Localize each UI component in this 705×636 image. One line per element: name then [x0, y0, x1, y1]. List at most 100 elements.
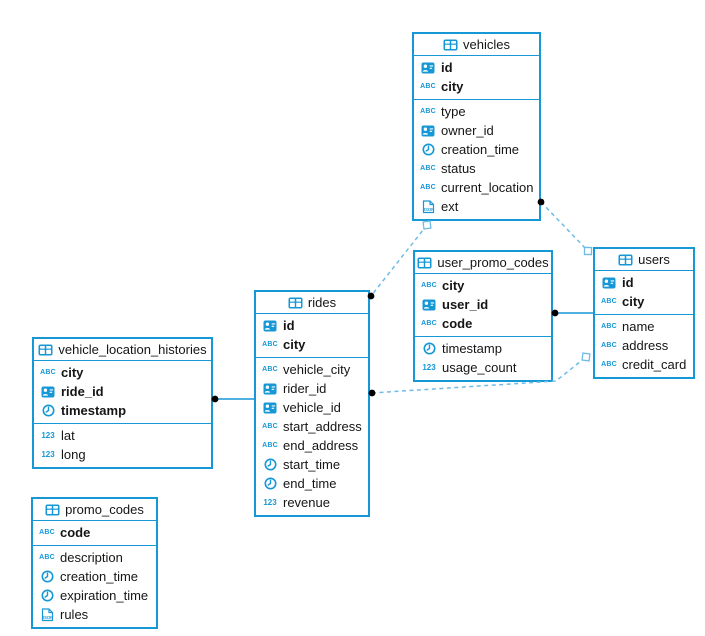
field-label: name	[622, 319, 655, 334]
field-label: start_address	[283, 419, 362, 434]
field-row-credit_card[interactable]: ABC credit_card	[595, 355, 693, 374]
field-label: code	[60, 525, 91, 540]
field-label: type	[441, 104, 466, 119]
field-row-expiration_time[interactable]: expiration_time	[33, 586, 156, 605]
relationship-line-vehicles-users	[540, 201, 589, 252]
string-type-icon: ABC	[601, 361, 617, 368]
field-row-vehicle_city[interactable]: ABC vehicle_city	[256, 360, 368, 379]
number-type-icon: 123	[41, 431, 55, 440]
string-type-icon: ABC	[262, 366, 278, 373]
number-type-icon: 123	[41, 450, 55, 459]
field-row-creation_time[interactable]: creation_time	[33, 567, 156, 586]
table-header[interactable]: vehicles	[414, 34, 539, 56]
field-label: user_id	[442, 297, 489, 312]
field-label: ext	[441, 199, 459, 214]
number-type-icon: 123	[422, 363, 436, 372]
uuid-type-icon	[420, 299, 438, 311]
field-row-ext[interactable]: JSON ext	[414, 197, 539, 216]
field-row-start_address[interactable]: ABC start_address	[256, 417, 368, 436]
number-type-icon: 123	[263, 498, 277, 507]
field-label: usage_count	[442, 360, 517, 375]
field-row-id[interactable]: id	[414, 58, 539, 77]
table-header[interactable]: promo_codes	[33, 499, 156, 521]
field-label: id	[622, 275, 634, 290]
string-type-icon: ABC	[601, 342, 617, 349]
field-row-usage_count[interactable]: 123 usage_count	[415, 358, 551, 377]
field-label: code	[442, 316, 473, 331]
field-row-user_id[interactable]: user_id	[415, 295, 551, 314]
field-row-creation_time[interactable]: creation_time	[414, 140, 539, 159]
table-title: vehicles	[463, 37, 510, 52]
timestamp-type-icon	[420, 342, 438, 355]
table-icon	[443, 39, 458, 51]
field-label: end_address	[283, 438, 359, 453]
field-label: vehicle_city	[283, 362, 351, 377]
field-row-id[interactable]: id	[256, 316, 368, 335]
uuid-type-icon	[39, 386, 57, 398]
table-icon	[417, 257, 432, 269]
timestamp-type-icon	[419, 143, 437, 156]
string-type-icon: ABC	[420, 184, 436, 191]
field-row-ride_id[interactable]: ride_id	[34, 382, 211, 401]
field-label: rules	[60, 607, 89, 622]
field-label: ride_id	[61, 384, 104, 399]
field-row-rider_id[interactable]: rider_id	[256, 379, 368, 398]
timestamp-type-icon	[38, 570, 56, 583]
field-label: id	[283, 318, 295, 333]
field-label: credit_card	[622, 357, 687, 372]
field-row-id[interactable]: id	[595, 273, 693, 292]
table-header[interactable]: vehicle_location_histories	[34, 339, 211, 361]
timestamp-type-icon	[261, 458, 279, 471]
field-row-end_time[interactable]: end_time	[256, 474, 368, 493]
table-header[interactable]: users	[595, 249, 693, 271]
field-label: address	[622, 338, 669, 353]
string-type-icon: ABC	[262, 423, 278, 430]
relationship-endpoint-diamond	[422, 220, 432, 230]
field-row-address[interactable]: ABC address	[595, 336, 693, 355]
field-row-timestamp[interactable]: timestamp	[34, 401, 211, 420]
field-row-owner_id[interactable]: owner_id	[414, 121, 539, 140]
string-type-icon: ABC	[420, 165, 436, 172]
field-label: timestamp	[61, 403, 127, 418]
uuid-type-icon	[261, 383, 279, 395]
table-header[interactable]: rides	[256, 292, 368, 314]
field-label: lat	[61, 428, 75, 443]
field-label: vehicle_id	[283, 400, 341, 415]
table-header[interactable]: user_promo_codes	[415, 252, 551, 274]
field-row-timestamp[interactable]: timestamp	[415, 339, 551, 358]
svg-text:JSON: JSON	[422, 207, 433, 212]
table-icon	[618, 254, 633, 266]
field-row-lat[interactable]: 123 lat	[34, 426, 211, 445]
field-row-vehicle_id[interactable]: vehicle_id	[256, 398, 368, 417]
field-row-start_time[interactable]: start_time	[256, 455, 368, 474]
table-icon	[288, 297, 303, 309]
uuid-type-icon	[419, 125, 437, 137]
